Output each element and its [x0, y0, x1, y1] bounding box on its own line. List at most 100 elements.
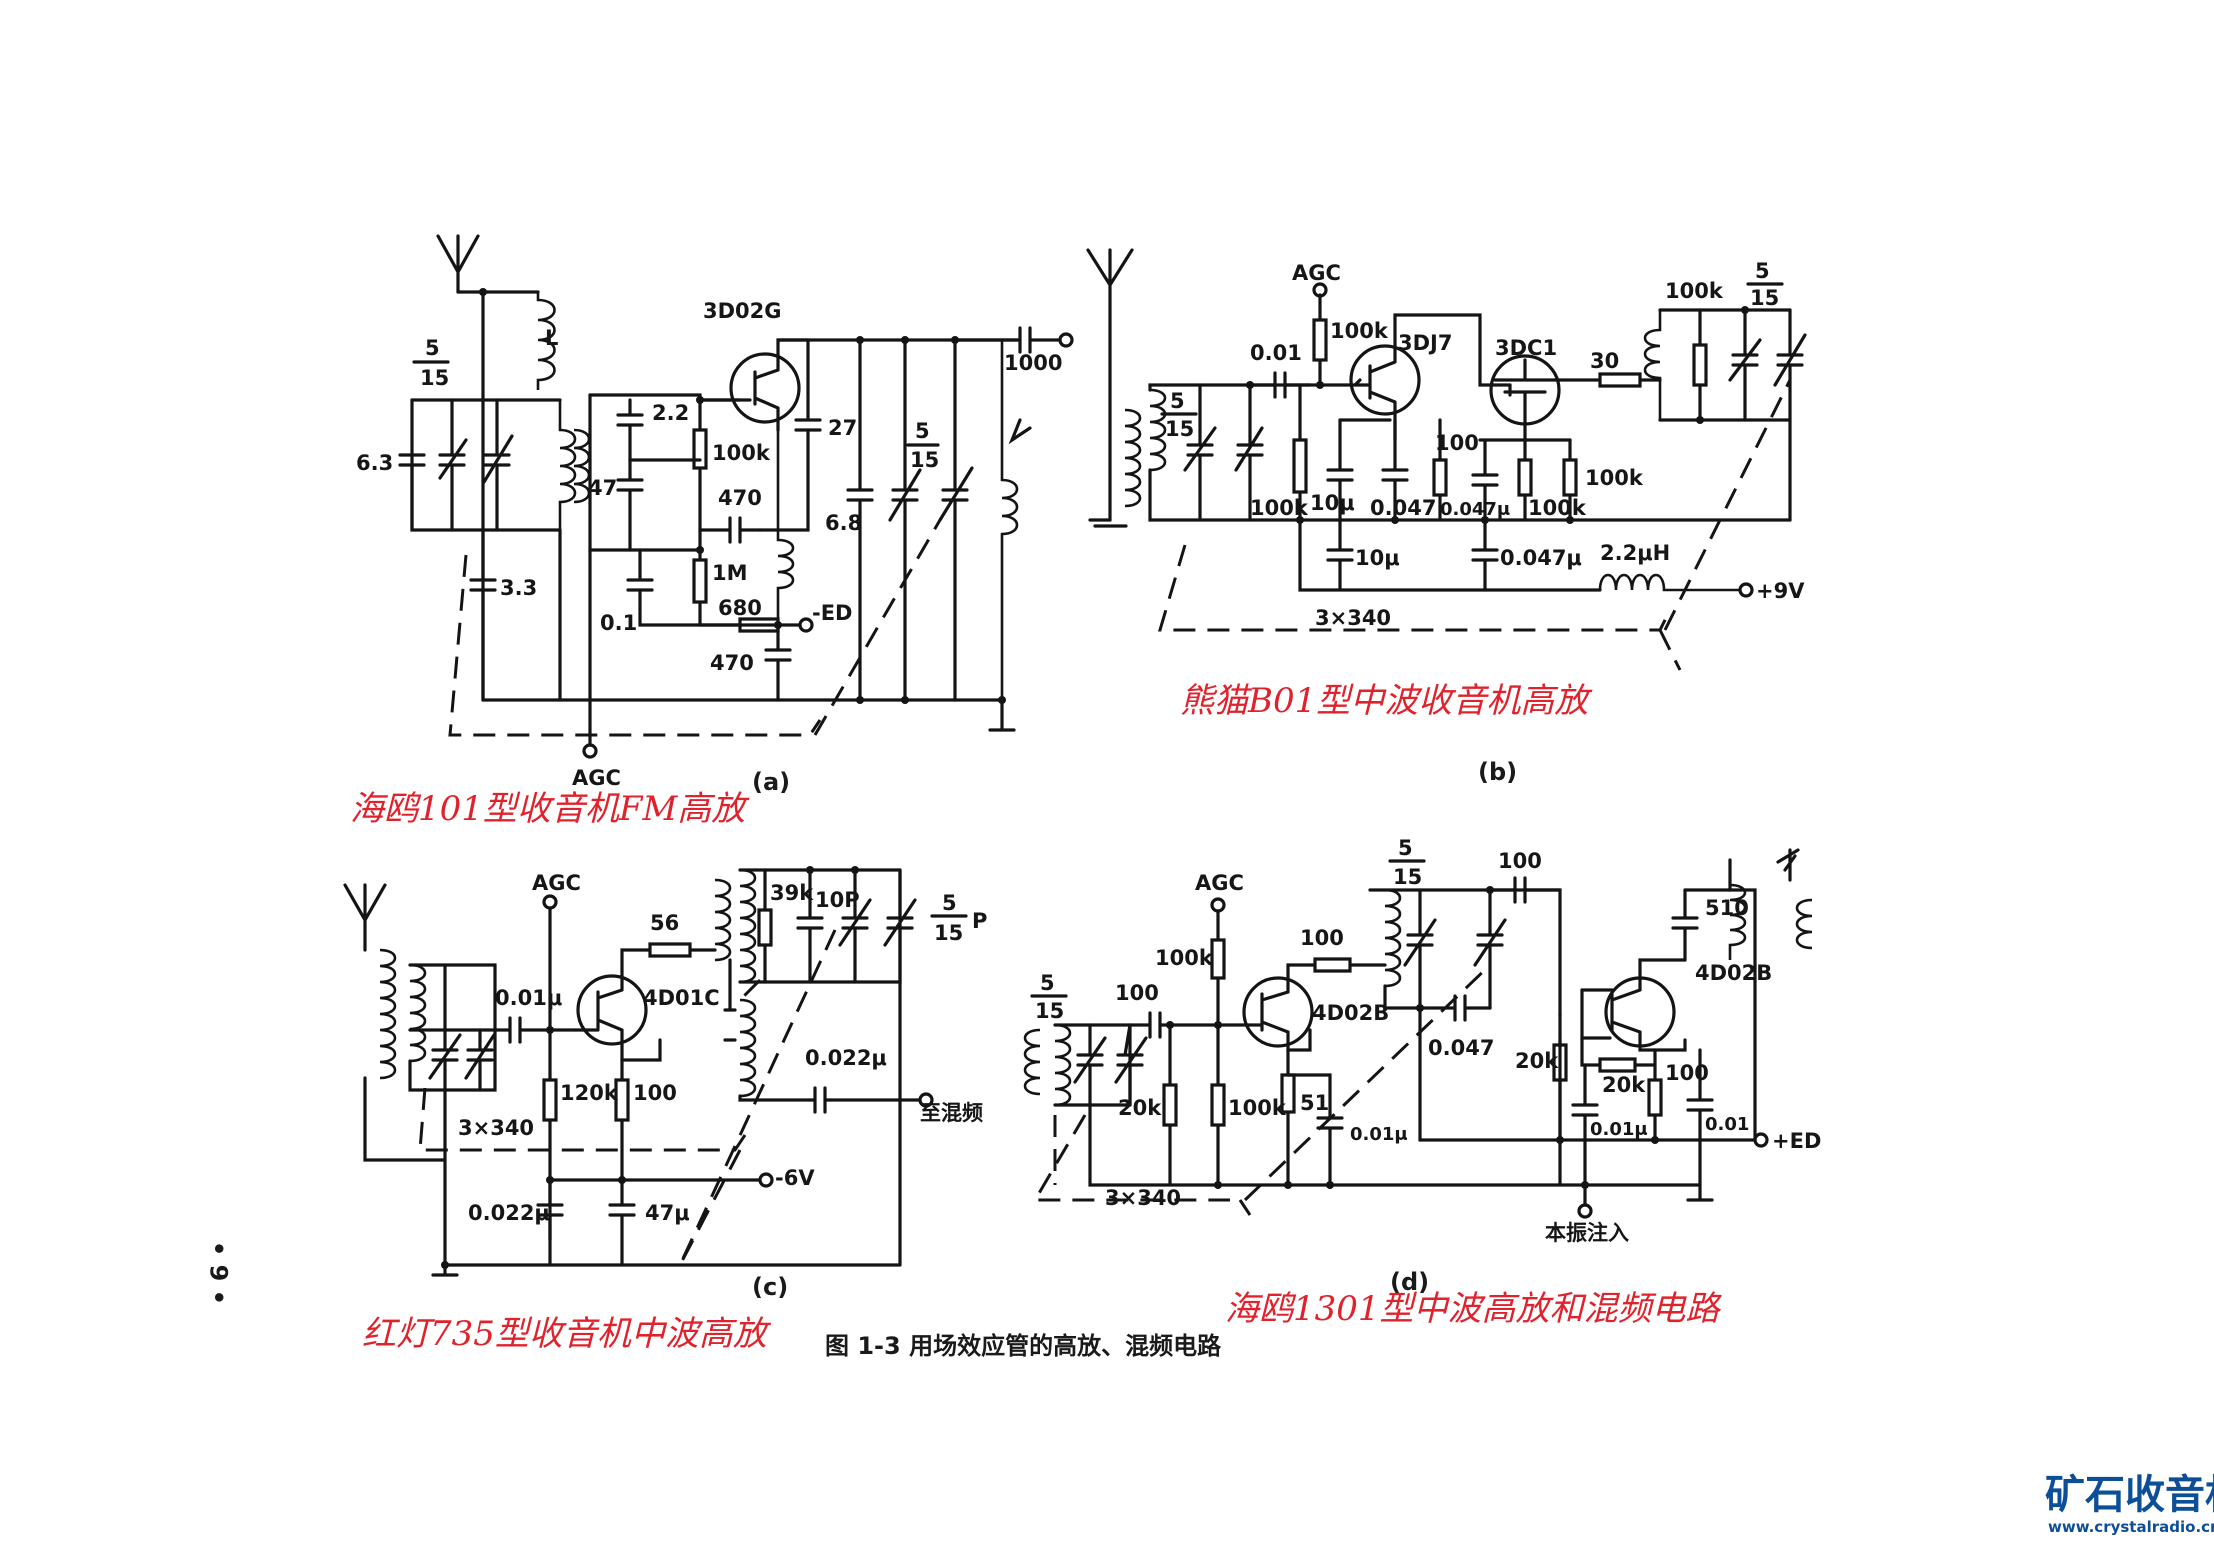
label-a-frac-den: 15	[420, 366, 449, 390]
label-b-gang: 3×340	[1315, 606, 1391, 630]
label-a-c47: 47	[588, 476, 617, 500]
label-c-panel: (c)	[752, 1273, 788, 1301]
label-d-transistor-1: 4D02B	[1312, 1001, 1389, 1025]
label-d-c0047: 0.047	[1428, 1036, 1494, 1060]
label-a-inductor: L	[545, 326, 558, 350]
label-d-c100-top: 100	[1498, 849, 1542, 873]
label-a-out-den: 15	[910, 448, 939, 472]
label-c-c10p: 10P	[815, 888, 860, 912]
label-b-c10u-b: 10μ	[1355, 546, 1400, 570]
label-d-panel: (d)	[1390, 1268, 1429, 1296]
label-a-r1m: 1M	[712, 561, 748, 585]
annotation-d: 海鸥1301型中波高放和混频电路	[1225, 1289, 1723, 1329]
label-c-frac-den: 15	[934, 921, 963, 945]
label-a-c470: 470	[718, 486, 762, 510]
label-a-c68: 6.8	[825, 511, 862, 535]
label-c-agc: AGC	[532, 871, 581, 895]
circuit-a: L 5 15 6.3 3.3 2.2 47 100k 27 470 6.8 1M…	[350, 234, 1074, 829]
label-a-c27: 27	[828, 416, 857, 440]
inductor-L	[536, 292, 556, 390]
label-b-c0047b: 0.047μ	[1440, 499, 1510, 520]
label-b-transistor-1: 3DJ7	[1398, 331, 1452, 355]
label-d-r51: 51	[1300, 1091, 1329, 1115]
label-d-r100-b: 100	[1665, 1061, 1709, 1085]
label-b-r100k-top: 100k	[1330, 319, 1389, 343]
label-a-c22: 2.2	[652, 401, 689, 425]
label-b-c0047c: 0.047μ	[1500, 546, 1582, 570]
label-d-frac-den: 15	[1035, 999, 1064, 1023]
fet-3DJ7-icon	[1349, 344, 1421, 416]
label-a-c01: 0.1	[600, 611, 637, 635]
label-a-supply: -ED	[812, 601, 853, 625]
label-a-c470b: 470	[710, 651, 754, 675]
watermark-name: 矿石收音机	[2045, 1472, 2214, 1518]
label-d-r20k-b: 20k	[1515, 1049, 1559, 1073]
page-number: • 6 •	[206, 1241, 234, 1305]
label-c-c0022u: 0.022μ	[805, 1046, 887, 1070]
label-a-out-num: 5	[915, 419, 930, 443]
label-d-r510: 510	[1705, 896, 1749, 920]
label-b-r100k-mid: 100k	[1528, 496, 1587, 520]
annotation-b: 熊猫B01型中波收音机高放	[1180, 681, 1593, 721]
label-b-frac-num: 5	[1170, 389, 1185, 413]
label-d-osc-inject: 本振注入	[1545, 1221, 1629, 1245]
label-d-r100k: 100k	[1228, 1096, 1287, 1120]
fet-4D01C-icon	[576, 974, 648, 1046]
label-c-transistor: 4D01C	[643, 986, 720, 1010]
label-d-agc: AGC	[1195, 871, 1244, 895]
label-b-r100k-right: 100k	[1585, 466, 1644, 490]
label-c-c47u: 47μ	[645, 1201, 690, 1225]
label-d-r20k: 20k	[1118, 1096, 1162, 1120]
label-b-frac-den: 15	[1165, 417, 1194, 441]
label-d-transistor-2: 4D02B	[1695, 961, 1772, 985]
label-c-frac-num: 5	[942, 891, 957, 915]
label-a-c33: 3.3	[500, 576, 537, 600]
label-b-panel: (b)	[1478, 758, 1517, 786]
label-d-c001u-b: 0.01μ	[1590, 1119, 1648, 1140]
label-c-to-mixer: 至混频	[920, 1101, 983, 1125]
label-a-agc: AGC	[572, 766, 621, 790]
label-b-r100k-out: 100k	[1665, 279, 1724, 303]
label-c-c001u: 0.01μ	[495, 986, 562, 1010]
fet-3D02G-icon	[729, 352, 801, 424]
watermark-url: www.crystalradio.cn	[2048, 1518, 2214, 1536]
label-c-frac-unit: P	[972, 909, 987, 933]
label-d-top-num: 5	[1398, 836, 1413, 860]
circuit-d: AGC 100k 5 15 100 20k 100k 51 0.01μ 100 …	[1023, 836, 1821, 1329]
annotation-a: 海鸥101型收音机FM高放	[350, 789, 750, 829]
label-b-r30: 30	[1590, 349, 1619, 373]
label-c-r56: 56	[650, 911, 679, 935]
label-d-gang: 3×340	[1105, 1186, 1181, 1210]
label-d-frac-num: 5	[1040, 971, 1055, 995]
circuit-b: AGC 0.01 100k 5 15 100k 10μ 0.047 100 0.…	[1086, 248, 1807, 786]
label-a-r100k: 100k	[712, 441, 771, 465]
annotation-c: 红灯735型收音机中波高放	[362, 1314, 772, 1354]
watermark-logo: 矿石收音机 www.crystalradio.cn	[2045, 1472, 2214, 1536]
label-d-r100-mid: 100	[1300, 926, 1344, 950]
label-a-c1000: 1000	[1004, 351, 1062, 375]
label-c-supply: -6V	[775, 1166, 815, 1190]
label-c-r120k: 120k	[560, 1081, 619, 1105]
label-d-top-den: 15	[1393, 865, 1422, 889]
label-d-r20k-c: 20k	[1602, 1073, 1646, 1097]
label-b-out-num: 5	[1755, 259, 1770, 283]
label-a-r680: 680	[718, 596, 762, 620]
label-c-c0022u-b: 0.022μ	[468, 1201, 550, 1225]
label-b-out-den: 15	[1750, 286, 1779, 310]
fet-4D02B-1-icon	[1242, 976, 1314, 1048]
label-a-panel: (a)	[752, 768, 790, 796]
antenna-a-icon	[436, 234, 480, 294]
label-c-r39k: 39k	[770, 881, 814, 905]
label-b-r100k-left: 100k	[1250, 496, 1309, 520]
label-c-r100: 100	[633, 1081, 677, 1105]
label-a-transistor: 3D02G	[703, 299, 782, 323]
label-d-supply: +ED	[1772, 1129, 1821, 1153]
label-b-l22: 2.2μH	[1600, 541, 1670, 565]
label-b-transistor-2: 3DC1	[1495, 336, 1557, 360]
label-a-c63: 6.3	[356, 451, 393, 475]
label-c-gang: 3×340	[458, 1116, 534, 1140]
label-d-c001u: 0.01μ	[1350, 1124, 1408, 1145]
label-d-r100k-top: 100k	[1155, 946, 1214, 970]
label-b-supply: +9V	[1756, 579, 1805, 603]
